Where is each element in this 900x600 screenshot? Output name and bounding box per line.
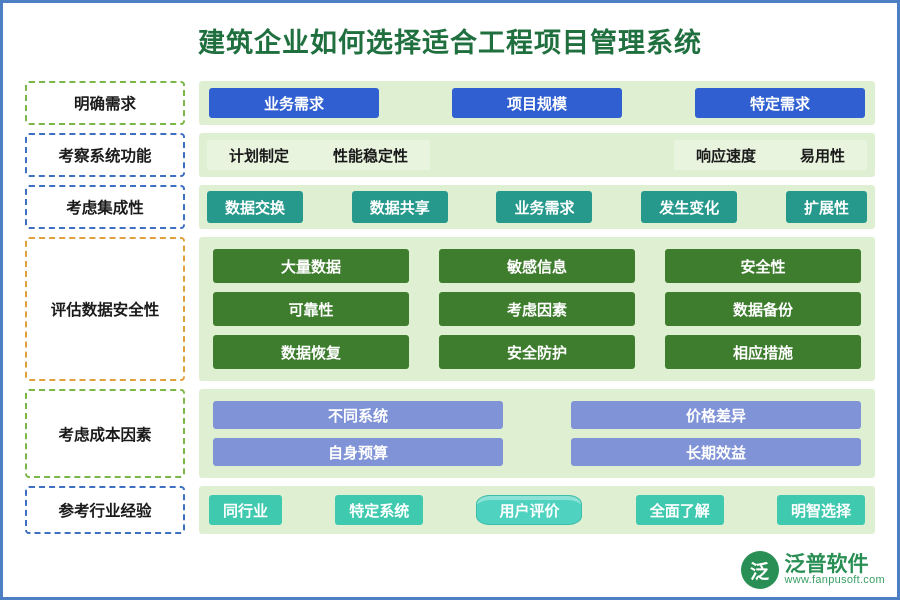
row-content-data-security: 大量数据 敏感信息 安全性 可靠性 考虑因素 数据备份 数据恢复 安全防护 相应… bbox=[199, 237, 875, 381]
chip-security[interactable]: 安全性 bbox=[665, 249, 861, 283]
chip-group-right: 响应速度 易用性 bbox=[673, 140, 867, 170]
row-label-clear-requirements: 明确需求 bbox=[25, 81, 185, 125]
chip-data-backup[interactable]: 数据备份 bbox=[665, 292, 861, 326]
chip-scalability[interactable]: 扩展性 bbox=[785, 191, 867, 223]
chip-group-left: 计划制定 性能稳定性 bbox=[207, 140, 431, 170]
row-content-clear-requirements: 业务需求 项目规模 特定需求 bbox=[199, 81, 875, 125]
chip-considerations[interactable]: 考虑因素 bbox=[439, 292, 635, 326]
chip-same-industry[interactable]: 同行业 bbox=[209, 495, 283, 525]
watermark-text: 泛普软件 www.fanpusoft.com bbox=[785, 553, 885, 587]
row-content-cost-factors: 不同系统 价格差异 自身预算 长期效益 bbox=[199, 389, 875, 478]
row-integration: 考虑集成性 数据交换 数据共享 业务需求 发生变化 扩展性 bbox=[25, 185, 875, 229]
chip-plan-making[interactable]: 计划制定 bbox=[229, 146, 290, 165]
chip-security-protection[interactable]: 安全防护 bbox=[439, 335, 635, 369]
chip-response-speed[interactable]: 响应速度 bbox=[695, 146, 756, 165]
chip-data-exchange[interactable]: 数据交换 bbox=[207, 191, 304, 223]
chip-large-data[interactable]: 大量数据 bbox=[213, 249, 409, 283]
row-clear-requirements: 明确需求 业务需求 项目规模 特定需求 bbox=[25, 81, 875, 125]
row-content-inspect-features: 计划制定 性能稳定性 响应速度 易用性 bbox=[199, 133, 875, 177]
chip-own-budget[interactable]: 自身预算 bbox=[213, 438, 503, 466]
chip-ease-of-use[interactable]: 易用性 bbox=[799, 146, 845, 165]
chip-specific-needs[interactable]: 特定需求 bbox=[695, 88, 865, 118]
row-data-security: 评估数据安全性 大量数据 敏感信息 安全性 可靠性 考虑因素 数据备份 数据恢复… bbox=[25, 237, 875, 381]
page-title: 建筑企业如何选择适合工程项目管理系统 bbox=[198, 28, 702, 59]
chip-data-sharing[interactable]: 数据共享 bbox=[351, 191, 448, 223]
brand-logo-icon: 泛 bbox=[740, 551, 779, 589]
chip-row: 不同系统 价格差异 bbox=[213, 401, 861, 429]
row-label-cost-factors: 考虑成本因素 bbox=[25, 389, 185, 478]
row-inspect-features: 考察系统功能 计划制定 性能稳定性 响应速度 易用性 bbox=[25, 133, 875, 177]
chip-different-systems[interactable]: 不同系统 bbox=[213, 401, 503, 429]
chip-user-reviews[interactable]: 用户评价 bbox=[476, 495, 583, 525]
chip-sensitive-info[interactable]: 敏感信息 bbox=[439, 249, 635, 283]
chip-business-needs-2[interactable]: 业务需求 bbox=[496, 191, 593, 223]
chip-project-scale[interactable]: 项目规模 bbox=[452, 88, 622, 118]
chip-row: 业务需求 项目规模 特定需求 bbox=[209, 88, 865, 118]
chip-comprehensive-understanding[interactable]: 全面了解 bbox=[635, 495, 724, 525]
brand-url: www.fanpusoft.com bbox=[784, 574, 885, 587]
chip-data-recovery[interactable]: 数据恢复 bbox=[213, 335, 409, 369]
row-industry-experience: 参考行业经验 同行业 特定系统 用户评价 全面了解 明智选择 bbox=[25, 486, 875, 534]
brand-name: 泛普软件 bbox=[784, 552, 869, 577]
row-label-integration: 考虑集成性 bbox=[25, 185, 185, 229]
row-content-industry-experience: 同行业 特定系统 用户评价 全面了解 明智选择 bbox=[199, 486, 875, 534]
chip-changes-occur[interactable]: 发生变化 bbox=[641, 191, 738, 223]
chip-row: 同行业 特定系统 用户评价 全面了解 明智选择 bbox=[209, 495, 865, 525]
row-label-data-security: 评估数据安全性 bbox=[25, 237, 185, 381]
chip-row: 大量数据 敏感信息 安全性 bbox=[213, 249, 861, 283]
chip-long-term-benefit[interactable]: 长期效益 bbox=[571, 438, 861, 466]
watermark: 泛 泛普软件 www.fanpusoft.com bbox=[740, 551, 885, 589]
chip-business-needs[interactable]: 业务需求 bbox=[209, 88, 379, 118]
chip-row: 数据交换 数据共享 业务需求 发生变化 扩展性 bbox=[207, 191, 867, 223]
chip-specific-system[interactable]: 特定系统 bbox=[335, 495, 424, 525]
chip-row: 自身预算 长期效益 bbox=[213, 438, 861, 466]
chip-row: 计划制定 性能稳定性 响应速度 易用性 bbox=[207, 140, 867, 170]
row-label-industry-experience: 参考行业经验 bbox=[25, 486, 185, 534]
row-cost-factors: 考虑成本因素 不同系统 价格差异 自身预算 长期效益 bbox=[25, 389, 875, 478]
chip-wise-choice[interactable]: 明智选择 bbox=[776, 495, 865, 525]
chip-row: 可靠性 考虑因素 数据备份 bbox=[213, 292, 861, 326]
chip-price-difference[interactable]: 价格差异 bbox=[571, 401, 861, 429]
row-label-inspect-features: 考察系统功能 bbox=[25, 133, 185, 177]
diagram-rows: 明确需求 业务需求 项目规模 特定需求 考察系统功能 计划制定 性能稳定性 bbox=[25, 81, 875, 542]
chip-performance-stability[interactable]: 性能稳定性 bbox=[333, 146, 409, 165]
row-content-integration: 数据交换 数据共享 业务需求 发生变化 扩展性 bbox=[199, 185, 875, 229]
chip-corresponding-measures[interactable]: 相应措施 bbox=[665, 335, 861, 369]
chip-reliability[interactable]: 可靠性 bbox=[213, 292, 409, 326]
chip-row: 数据恢复 安全防护 相应措施 bbox=[213, 335, 861, 369]
